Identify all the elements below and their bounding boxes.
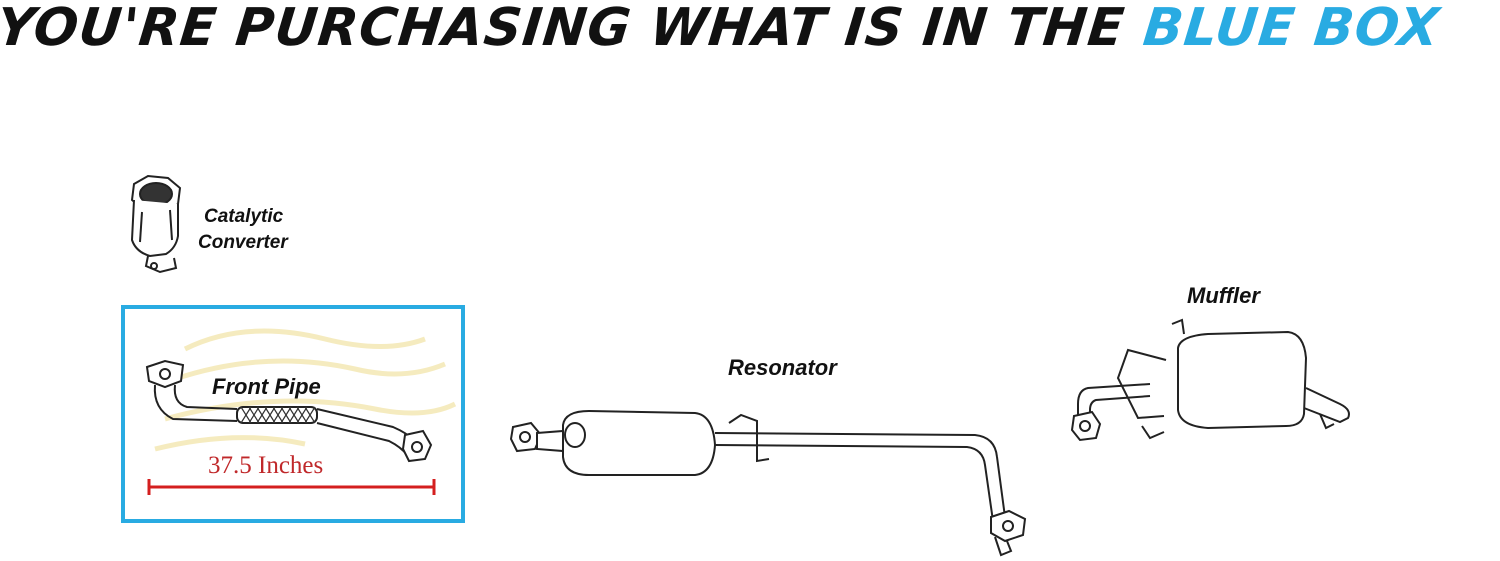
headline-text: YOU'RE PURCHASING WHAT IS IN THE bbox=[0, 0, 1147, 58]
muffler-label: Muffler bbox=[1187, 283, 1260, 308]
catalytic-converter-label-line2: Converter bbox=[198, 232, 288, 253]
front-pipe-label: Front Pipe bbox=[212, 374, 321, 399]
front-pipe-length-label: 37.5 Inches bbox=[208, 452, 324, 479]
catalytic-converter-drawing bbox=[130, 174, 182, 274]
front-pipe-drawing bbox=[145, 328, 457, 495]
resonator-drawing bbox=[509, 409, 1027, 557]
blue-highlight-box bbox=[121, 305, 465, 523]
catalytic-converter-label-line1: Catalytic bbox=[204, 206, 284, 227]
resonator-label: Resonator bbox=[728, 355, 837, 380]
headline: YOU'RE PURCHASING WHAT IS IN THE BLUE BO… bbox=[0, 0, 1500, 62]
muffler-drawing bbox=[1070, 318, 1350, 442]
catalytic-converter-label: Catalytic Converter bbox=[198, 204, 288, 256]
headline-highlight: BLUE BOX bbox=[1140, 0, 1443, 58]
